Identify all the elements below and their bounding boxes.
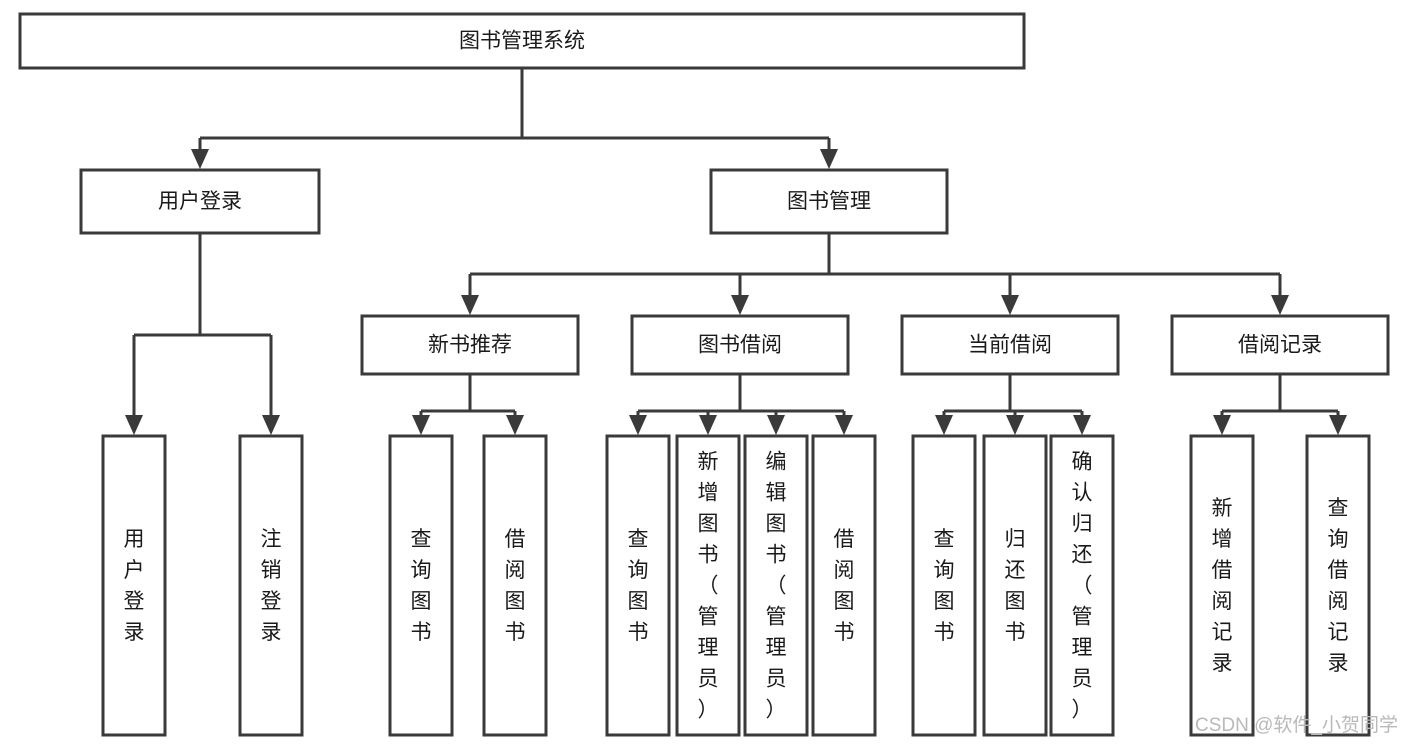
node-leaf-leaf-query-book-1[interactable]: 查询图书 (388, 434, 454, 737)
node-box[interactable] (911, 434, 977, 737)
node-label: 查询借阅记录 (1328, 497, 1349, 675)
node-label: 查询图书 (934, 528, 955, 644)
connectors-layer (125, 68, 1347, 435)
node-label: 归还图书 (1005, 528, 1026, 644)
node-box[interactable] (1170, 314, 1390, 376)
node-box[interactable] (709, 168, 949, 235)
node-label: 借阅记录 (1238, 334, 1322, 357)
arrow-head-icon (1073, 415, 1091, 435)
node-label: 编辑图书（管理员） (766, 451, 787, 722)
watermark-label: CSDN @软件_小贺同学 (1195, 714, 1398, 736)
arrow-head-icon (835, 415, 853, 435)
arrow-head-icon (1006, 415, 1024, 435)
arrow-head-icon (731, 295, 749, 315)
node-label: 借阅图书 (834, 528, 855, 644)
node-box[interactable] (982, 434, 1048, 737)
node-level2-user-login[interactable]: 用户登录 (79, 168, 321, 235)
node-leaf-leaf-borrow-book-2[interactable]: 借阅图书 (811, 434, 877, 737)
node-level3-book-borrow[interactable]: 图书借阅 (630, 314, 850, 376)
node-box[interactable] (675, 434, 741, 737)
node-level2-book-management[interactable]: 图书管理 (709, 168, 949, 235)
node-level3-new-book-recommend[interactable]: 新书推荐 (360, 314, 580, 376)
node-box[interactable] (811, 434, 877, 737)
node-leaf-leaf-edit-book[interactable]: 编辑图书（管理员） (743, 434, 809, 737)
arrow-head-icon (935, 415, 953, 435)
node-box[interactable] (1189, 434, 1255, 737)
arrow-head-icon (262, 415, 280, 435)
node-level3-borrow-record[interactable]: 借阅记录 (1170, 314, 1390, 376)
node-leaf-leaf-query-book-3[interactable]: 查询图书 (911, 434, 977, 737)
node-root-root[interactable]: 图书管理系统 (18, 12, 1026, 70)
node-box[interactable] (101, 434, 167, 737)
node-box[interactable] (18, 12, 1026, 70)
node-leaf-leaf-user-login[interactable]: 用户登录 (101, 434, 167, 737)
node-label: 图书管理系统 (459, 30, 585, 53)
arrow-head-icon (461, 295, 479, 315)
node-label: 新增借阅记录 (1212, 497, 1233, 675)
arrow-head-icon (767, 415, 785, 435)
node-label: 确认归还（管理员） (1072, 451, 1093, 722)
node-leaf-leaf-confirm-return[interactable]: 确认归还（管理员） (1049, 434, 1115, 737)
arrow-head-icon (125, 415, 143, 435)
node-box[interactable] (900, 314, 1120, 376)
node-label: 查询图书 (411, 528, 432, 644)
node-box[interactable] (388, 434, 454, 737)
node-label: 图书管理 (787, 190, 871, 213)
node-label: 新增图书（管理员） (698, 451, 719, 722)
arrow-head-icon (506, 415, 524, 435)
arrow-head-icon (1329, 415, 1347, 435)
arrow-head-icon (1213, 415, 1231, 435)
node-leaf-leaf-add-book[interactable]: 新增图书（管理员） (675, 434, 741, 737)
node-label: 当前借阅 (968, 334, 1052, 357)
node-box[interactable] (79, 168, 321, 235)
node-level3-current-borrow[interactable]: 当前借阅 (900, 314, 1120, 376)
node-box[interactable] (360, 314, 580, 376)
arrow-head-icon (1001, 295, 1019, 315)
node-label: 图书借阅 (698, 334, 782, 357)
node-leaf-leaf-borrow-book-1[interactable]: 借阅图书 (482, 434, 548, 737)
node-box[interactable] (605, 434, 671, 737)
arrow-head-icon (412, 415, 430, 435)
node-box[interactable] (1305, 434, 1371, 737)
node-box[interactable] (743, 434, 809, 737)
node-leaf-leaf-query-book-2[interactable]: 查询图书 (605, 434, 671, 737)
nodes-layer: 图书管理系统用户登录图书管理新书推荐图书借阅当前借阅借阅记录用户登录注销登录查询… (18, 12, 1390, 737)
node-box[interactable] (482, 434, 548, 737)
node-leaf-leaf-query-record[interactable]: 查询借阅记录 (1305, 434, 1371, 737)
node-label: 借阅图书 (505, 528, 526, 644)
node-label: 用户登录 (124, 528, 145, 644)
node-label: 用户登录 (158, 190, 242, 213)
node-label: 注销登录 (261, 528, 282, 644)
node-box[interactable] (1049, 434, 1115, 737)
arrow-head-icon (699, 415, 717, 435)
node-label: 查询图书 (628, 528, 649, 644)
arrow-head-icon (1271, 295, 1289, 315)
node-leaf-leaf-add-record[interactable]: 新增借阅记录 (1189, 434, 1255, 737)
node-leaf-leaf-logout[interactable]: 注销登录 (238, 434, 304, 737)
arrow-head-icon (191, 149, 209, 169)
node-leaf-leaf-return-book[interactable]: 归还图书 (982, 434, 1048, 737)
node-box[interactable] (238, 434, 304, 737)
node-label: 新书推荐 (428, 334, 512, 357)
node-box[interactable] (630, 314, 850, 376)
arrow-head-icon (820, 149, 838, 169)
arrow-head-icon (629, 415, 647, 435)
